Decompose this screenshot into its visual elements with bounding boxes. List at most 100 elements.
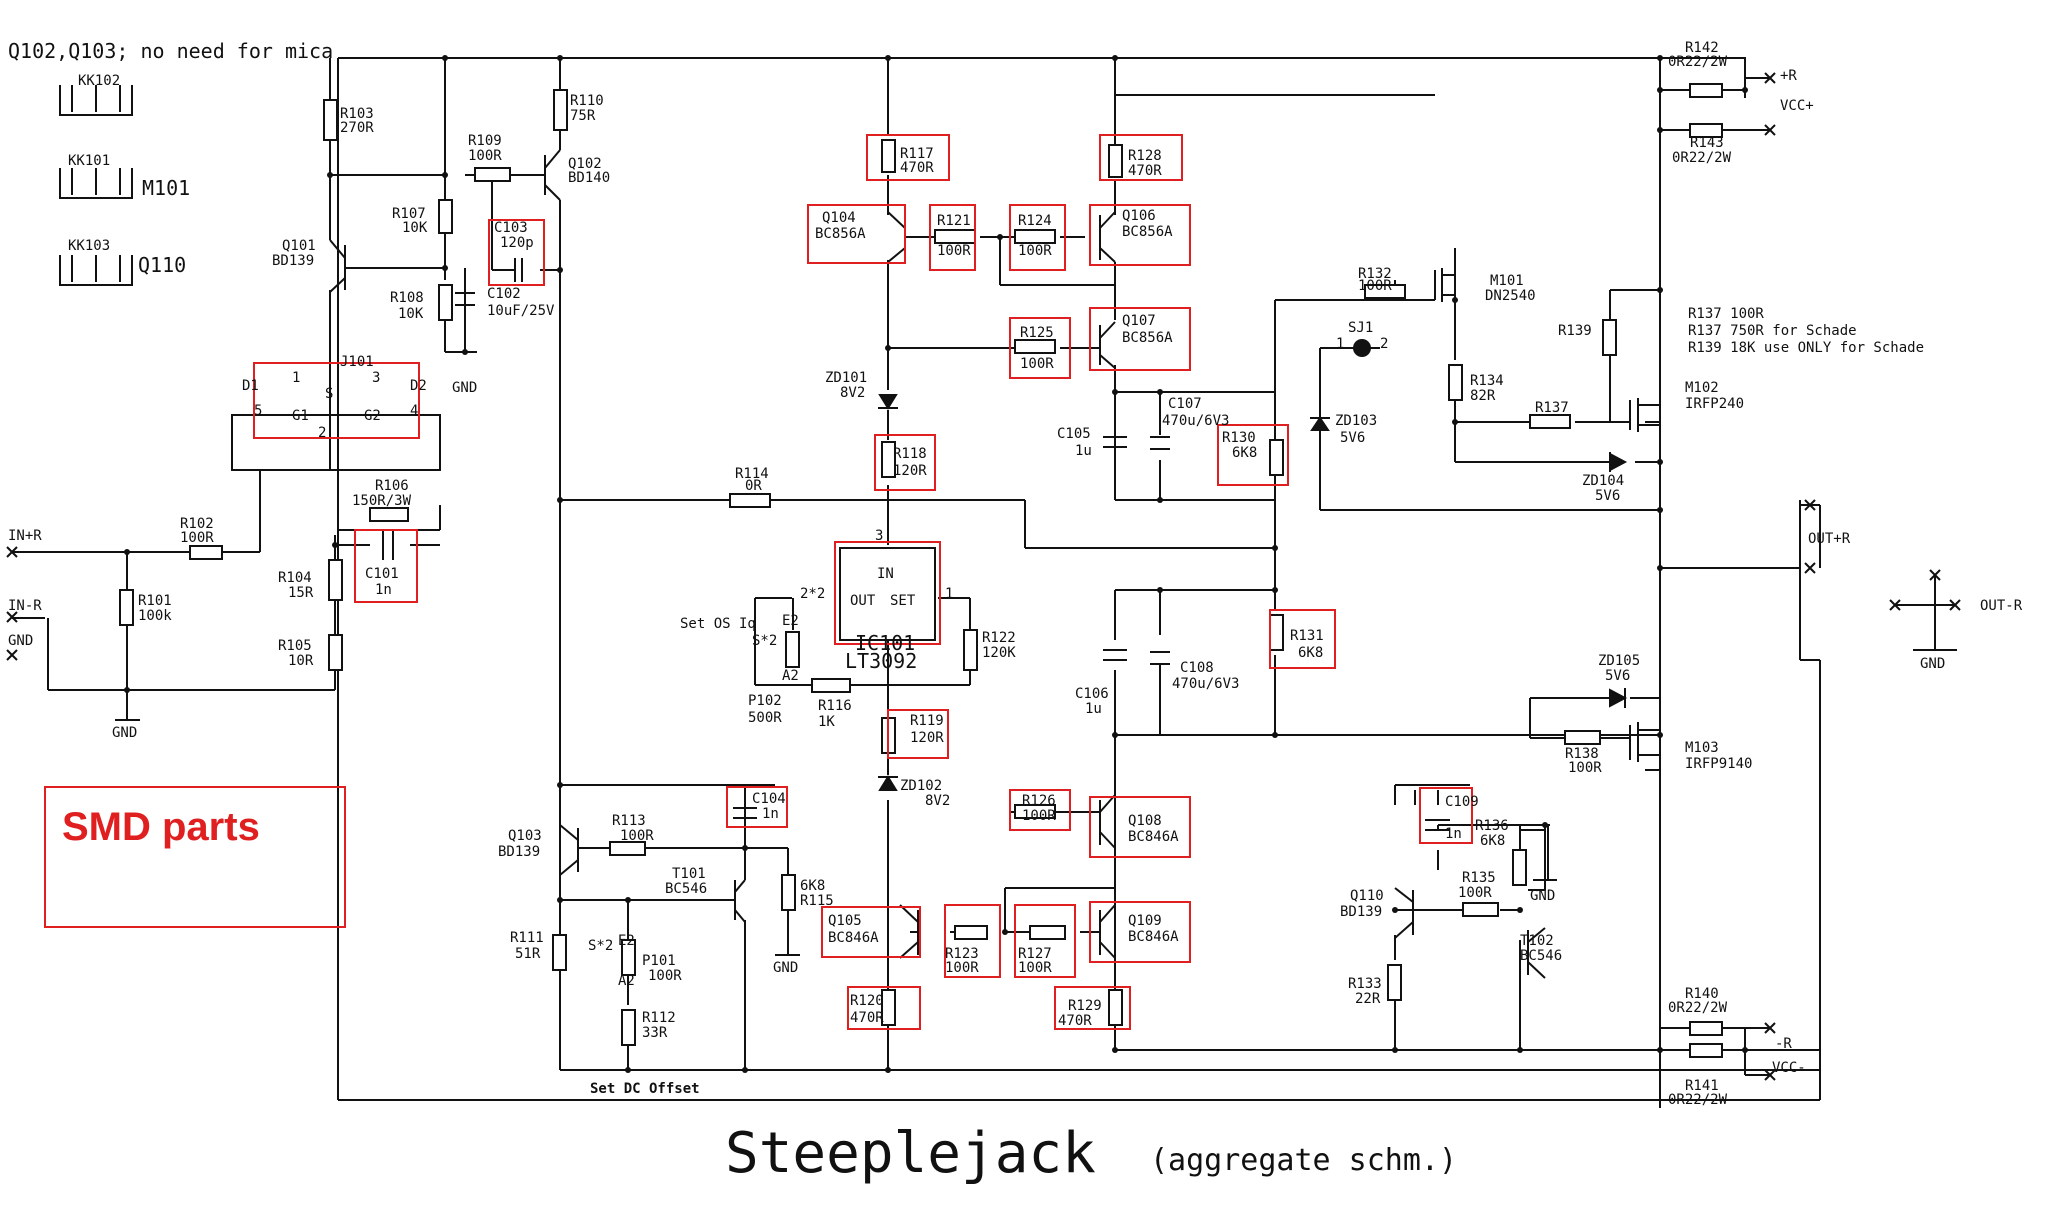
label-r106: R106: [375, 478, 409, 494]
heatsink-label-q110: Q110: [138, 253, 186, 277]
value-q104: BC856A: [815, 226, 866, 242]
heatsink-ref-kk103: KK103: [68, 238, 110, 254]
sj1-bridge: [1353, 339, 1371, 357]
resistors: [119, 83, 1723, 1058]
text-layer: Q102,Q103; no need for mica KK102 KK101 …: [8, 39, 2023, 1186]
value-zd101: 8V2: [840, 385, 865, 401]
label-r111: R111: [510, 930, 544, 946]
p101-pin-e: E2: [618, 933, 635, 949]
value-r105: 10R: [288, 653, 314, 669]
label-gnd2: GND: [112, 725, 137, 741]
label-r126: R126: [1022, 793, 1056, 809]
label-r142: R142: [1685, 40, 1719, 56]
value-ic101: LT3092: [845, 649, 917, 673]
value-r121: 100R: [937, 243, 971, 259]
value-c105: 1u: [1075, 443, 1092, 459]
label-r140: R140: [1685, 986, 1719, 1002]
note-right-1: R137 100R: [1688, 306, 1764, 322]
value-r116: 1K: [818, 714, 835, 730]
label-q107: Q107: [1122, 313, 1156, 329]
label-q109: Q109: [1128, 913, 1162, 929]
set-dc-label: Set DC Offset: [590, 1081, 700, 1097]
label-gnd5: GND: [1920, 656, 1945, 672]
label-c107: C107: [1168, 396, 1202, 412]
label-m103: M103: [1685, 740, 1719, 756]
label-ic101: IC101: [855, 631, 915, 655]
p102-pin-e: E2: [782, 613, 799, 629]
value-r103: 270R: [340, 120, 374, 136]
value-r133: 22R: [1355, 991, 1381, 1007]
label-j101: J101: [340, 354, 374, 370]
value-zd102: 8V2: [925, 793, 950, 809]
value-r142: 0R22/2W: [1668, 54, 1728, 70]
page-title: Steeplejack: [725, 1121, 1096, 1186]
terminal-gnd: GND: [8, 633, 33, 649]
label-q105: Q105: [828, 913, 862, 929]
j101-pin-s: S: [325, 386, 333, 402]
label-zd101: ZD101: [825, 370, 867, 386]
j101-pin-2: 2: [318, 425, 326, 441]
label-r112: R112: [642, 1010, 676, 1026]
label-r120: R120: [850, 993, 884, 1009]
value-r109: 100R: [468, 148, 502, 164]
terminal-vcc-plus: VCC+: [1780, 98, 1814, 114]
value-q109: BC846A: [1128, 929, 1179, 945]
value-r106: 150R/3W: [352, 493, 412, 509]
sj1-pin-2: 2: [1380, 336, 1388, 352]
note-right-2: R137 750R for Schade: [1688, 323, 1857, 339]
value-r111: 51R: [515, 946, 541, 962]
label-zd104: ZD104: [1582, 473, 1624, 489]
value-c108: 470u/6V3: [1172, 676, 1239, 692]
value-r108: 10K: [398, 306, 424, 322]
label-t102: T102: [1520, 933, 1554, 949]
label-r121: R121: [937, 213, 971, 229]
value-m103: IRFP9140: [1685, 756, 1752, 772]
value-q110: BD139: [1340, 904, 1382, 920]
value-q101: BD139: [272, 253, 314, 269]
label-r132: R132: [1358, 266, 1392, 282]
p102-pin-s: S*2: [752, 633, 777, 649]
value-c102: 10uF/25V: [487, 303, 555, 319]
value-p101: 100R: [648, 968, 682, 984]
j101-pin-g1: G1: [292, 408, 309, 424]
j101-box: [231, 414, 441, 471]
label-zd105: ZD105: [1598, 653, 1640, 669]
label-r131: R131: [1290, 628, 1324, 644]
value-r104: 15R: [288, 585, 314, 601]
value-r134: 82R: [1470, 388, 1496, 404]
gnd-symbols: [115, 345, 1950, 956]
value-r135: 100R: [1458, 885, 1492, 901]
label-r133: R133: [1348, 976, 1382, 992]
value-r114: 0R: [745, 478, 762, 494]
value-r126: 100R: [1022, 808, 1056, 824]
zeners: [878, 394, 1628, 791]
value-r117: 470R: [900, 160, 934, 176]
terminal-out-plus: OUT+R: [1808, 531, 1851, 547]
value-q106: BC856A: [1122, 224, 1173, 240]
label-q104: Q104: [822, 210, 856, 226]
label-q108: Q108: [1128, 813, 1162, 829]
label-r110: R110: [570, 93, 604, 109]
value-r130: 6K8: [1232, 445, 1257, 461]
label-gnd4: GND: [1530, 888, 1555, 904]
label-r134: R134: [1470, 373, 1504, 389]
label-c109: C109: [1445, 794, 1479, 810]
smd-highlight-boxes: [44, 134, 1473, 1030]
label-r119: R119: [910, 713, 944, 729]
value-m101: DN2540: [1485, 288, 1536, 304]
label-q106: Q106: [1122, 208, 1156, 224]
label-c106: C106: [1075, 686, 1109, 702]
j101-pin-1: 1: [292, 370, 300, 386]
label-c104: C104: [752, 791, 786, 807]
value-q102: BD140: [568, 170, 610, 186]
terminal-out-minus: OUT-R: [1980, 598, 2023, 614]
j101-pin-g2: G2: [364, 408, 381, 424]
terminal-r-plus: +R: [1780, 68, 1797, 84]
top-note: Q102,Q103; no need for mica: [8, 39, 333, 63]
terminals: [6, 72, 1961, 1081]
value-q105: BC846A: [828, 930, 879, 946]
value-q103: BD139: [498, 844, 540, 860]
j101-pin-d2: D2: [410, 378, 427, 394]
value-r141: 0R22/2W: [1668, 1092, 1728, 1108]
